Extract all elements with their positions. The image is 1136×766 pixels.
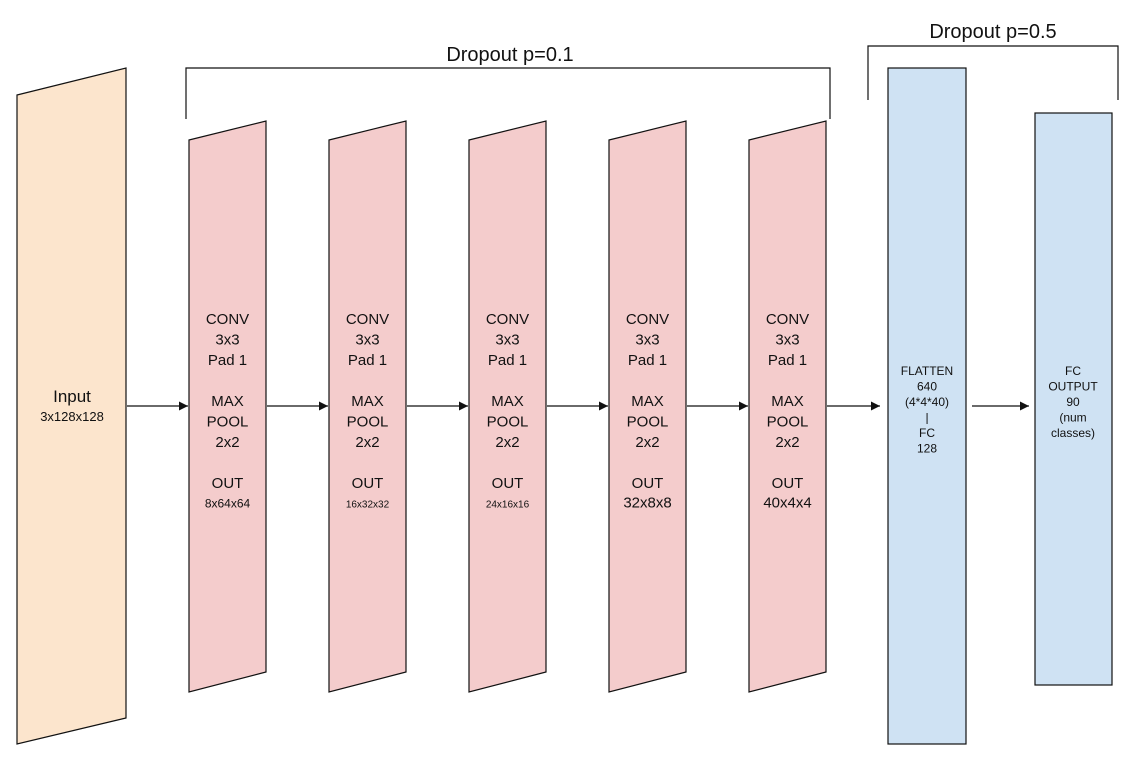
conv-block-line: CONV: [626, 311, 669, 328]
conv-block-line: 3x3: [775, 332, 799, 349]
conv-block-line: POOL: [627, 414, 669, 431]
fc-block-line: classes): [1051, 426, 1095, 440]
flatten-fc-text: FLATTEN 640(4*4*40) |FC 128: [901, 364, 953, 456]
fc-block-line: FC: [919, 426, 935, 440]
conv-block-line: MAX: [631, 393, 664, 410]
fc-block-line: |: [925, 411, 928, 425]
flatten-fc-block: [887, 67, 967, 745]
fc-block-line: FLATTEN: [901, 364, 953, 378]
dropout-bracket-conv: [185, 67, 831, 119]
conv-block-shape: [468, 120, 547, 693]
conv-block-line: 2x2: [355, 434, 379, 451]
fc-block-line: (4*4*40): [905, 395, 949, 409]
dropout-label-fc: Dropout p=0.5: [929, 21, 1056, 43]
conv-block-line: POOL: [207, 414, 249, 431]
conv-block-line: CONV: [206, 311, 249, 328]
conv-block-line: MAX: [771, 393, 804, 410]
conv-block-line: OUT: [492, 475, 524, 492]
conv-block-line: OUT: [352, 475, 384, 492]
conv-block-line: POOL: [347, 414, 389, 431]
conv-block-line: Pad 1: [348, 352, 387, 369]
conv-block-output-shape: 8x64x64: [205, 497, 251, 511]
conv-block-line: OUT: [772, 475, 804, 492]
conv-block-line: Pad 1: [768, 352, 807, 369]
conv-block-line: 3x3: [355, 332, 379, 349]
fc-block-line: (num: [1059, 411, 1086, 425]
conv-block-line: MAX: [351, 393, 384, 410]
conv-block-line: OUT: [632, 475, 664, 492]
conv-block-line: POOL: [487, 414, 529, 431]
conv-block-line: CONV: [766, 311, 809, 328]
conv-block-line: 3x3: [495, 332, 519, 349]
conv-block-line: MAX: [211, 393, 244, 410]
conv-block-line: 3x3: [635, 332, 659, 349]
fc-block-line: 128: [917, 442, 937, 456]
fc-block-line: 640: [917, 380, 937, 394]
conv-block-output-shape: 24x16x16: [486, 500, 530, 511]
conv-block-line: 2x2: [495, 434, 519, 451]
conv-block-line: Pad 1: [208, 352, 247, 369]
fc-block-line: 90: [1066, 395, 1080, 409]
conv-block-line: CONV: [486, 311, 529, 328]
conv-block-shape: [748, 120, 827, 693]
input-layer-shape: 3x128x128: [40, 409, 104, 424]
conv-block-output-shape: 32x8x8: [623, 495, 671, 512]
conv-block-output-shape: 16x32x32: [346, 500, 390, 511]
conv-block-shape: [328, 120, 407, 693]
fc-block-line: OUTPUT: [1048, 380, 1098, 394]
conv-block-shape: [188, 120, 267, 693]
fc-block-line: FC: [1065, 364, 1081, 378]
conv-block-line: 3x3: [215, 332, 239, 349]
conv-block-line: POOL: [767, 414, 809, 431]
conv-block-shape: [608, 120, 687, 693]
conv-block-line: CONV: [346, 311, 389, 328]
conv-block-line: 2x2: [635, 434, 659, 451]
conv-block-line: OUT: [212, 475, 244, 492]
dropout-bracket-fc: [867, 45, 1119, 100]
input-layer-block: [16, 67, 127, 745]
conv-block-line: Pad 1: [628, 352, 667, 369]
input-layer-title: Input: [53, 387, 91, 406]
fc-output-block: [1034, 112, 1113, 686]
conv-block-line: 2x2: [215, 434, 239, 451]
conv-block-line: MAX: [491, 393, 524, 410]
dropout-label-conv: Dropout p=0.1: [446, 44, 573, 66]
conv-block-line: 2x2: [775, 434, 799, 451]
conv-block-output-shape: 40x4x4: [763, 495, 811, 512]
conv-block-line: Pad 1: [488, 352, 527, 369]
